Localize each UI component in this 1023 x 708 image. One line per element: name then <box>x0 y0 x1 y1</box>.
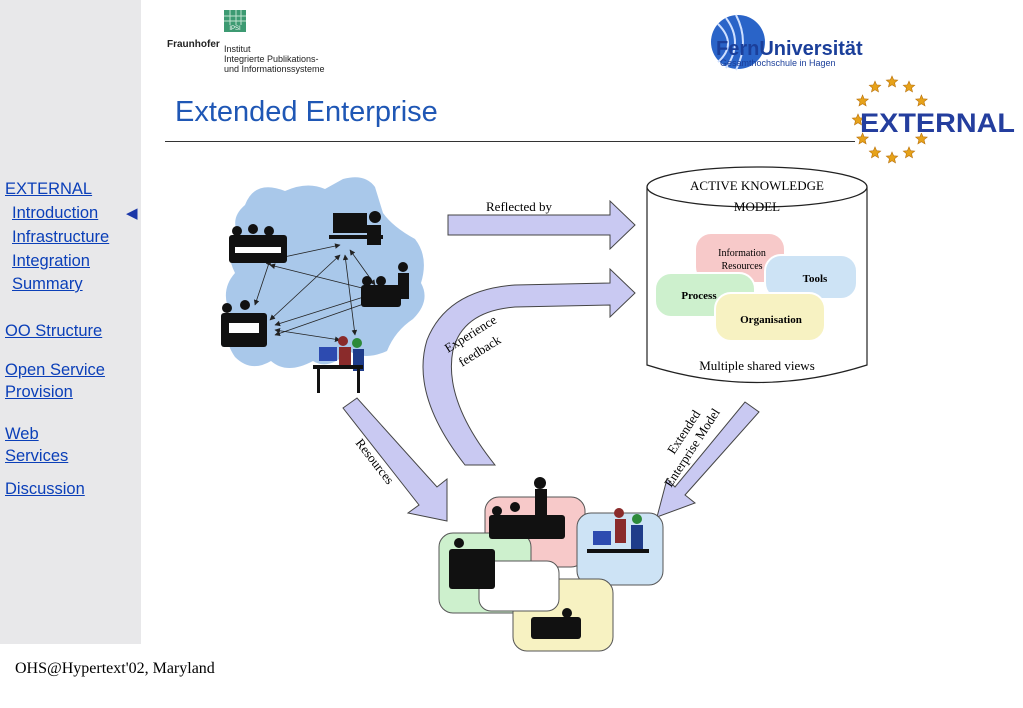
svg-text:Institut: Institut <box>224 44 251 54</box>
multiple-views-label: Multiple shared views <box>699 358 815 373</box>
footer-text: OHS@Hypertext'02, Maryland <box>15 660 215 677</box>
nav-integration[interactable]: Integration <box>12 252 90 270</box>
fraunhofer-logo: IPSI Fraunhofer Institut Integrierte Pub… <box>167 10 325 74</box>
fraunhofer-brand: Fraunhofer <box>167 39 220 50</box>
nav-summary[interactable]: Summary <box>12 275 83 293</box>
meeting-group-icon <box>229 224 287 263</box>
svg-text:Tools: Tools <box>803 273 828 285</box>
active-knowledge-model-cylinder: ACTIVE KNOWLEDGE MODEL Information Resou… <box>646 166 868 384</box>
svg-text:Organisation: Organisation <box>740 314 802 326</box>
group-at-table-icon <box>221 300 267 347</box>
enterprise-puzzle-cluster <box>438 477 664 652</box>
nav-introduction[interactable]: Introduction <box>12 204 99 222</box>
svg-text:IPSI: IPSI <box>229 26 241 32</box>
sidebar <box>0 0 141 644</box>
svg-text:und Informationssysteme: und Informationssysteme <box>224 64 325 74</box>
extended-enterprise-diagram: Reflected by Experience feedback Resourc… <box>221 166 868 652</box>
svg-text:Resources: Resources <box>721 261 762 272</box>
nav-discussion[interactable]: Discussion <box>5 480 85 498</box>
computer-team-icon <box>313 336 364 393</box>
reflected-by-arrow <box>447 199 636 251</box>
piece-organisation <box>714 292 826 342</box>
people-pictograms <box>221 211 409 393</box>
akm-title-2: MODEL <box>734 199 780 214</box>
svg-text:EXTERNAL: EXTERNAL <box>860 108 1015 138</box>
globe-icon <box>711 14 765 71</box>
fernuni-logo: FernUniversität Gesamthochschule in Hage… <box>711 14 863 71</box>
akm-title: ACTIVE KNOWLEDGE <box>690 178 824 193</box>
svg-text:Gesamthochschule in Hagen: Gesamthochschule in Hagen <box>720 58 836 68</box>
extended-model-arrow <box>656 401 760 518</box>
nav-open-service[interactable]: Open Service <box>5 361 105 379</box>
nav-external[interactable]: EXTERNAL <box>5 180 93 198</box>
svg-text:Information: Information <box>718 248 766 259</box>
title-divider <box>165 141 855 142</box>
desk-worker-icon <box>329 211 383 245</box>
current-item-marker-icon: ◀ <box>126 205 138 222</box>
nav-web[interactable]: Web <box>5 425 39 443</box>
nav-provision[interactable]: Provision <box>5 383 73 401</box>
svg-text:FernUniversität: FernUniversität <box>716 38 863 60</box>
svg-text:Process: Process <box>681 290 717 302</box>
svg-text:Integrierte Publikations-: Integrierte Publikations- <box>224 54 319 64</box>
experience-feedback-arrow <box>422 267 636 466</box>
resources-arrow <box>342 397 448 522</box>
nav-services[interactable]: Services <box>5 447 69 465</box>
reflected-by-label: Reflected by <box>486 199 553 214</box>
presenter-icon <box>361 262 409 307</box>
page-title: Extended Enterprise <box>175 96 438 128</box>
nav-infrastructure[interactable]: Infrastructure <box>12 228 110 246</box>
external-logo: EXTERNAL <box>851 75 1015 164</box>
nav-oo-structure[interactable]: OO Structure <box>5 322 103 340</box>
